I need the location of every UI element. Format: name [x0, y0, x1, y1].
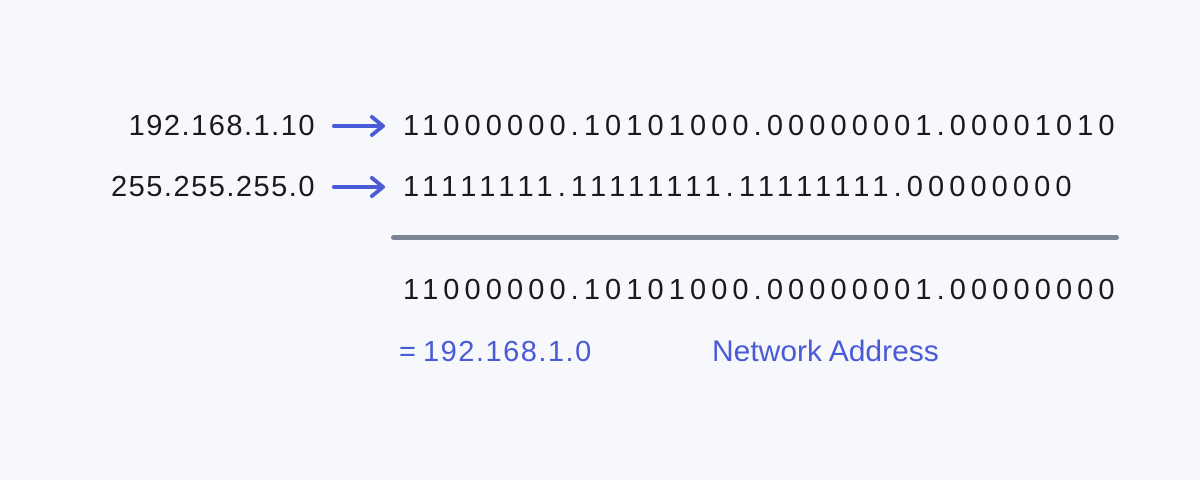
and-divider [391, 235, 1119, 240]
mask-decimal: 255.255.255.0 [111, 171, 316, 203]
arrow-right-icon [332, 115, 385, 137]
network-binary: 11000000.10101000.00000001.00000000 [403, 274, 1120, 306]
ip-binary: 11000000.10101000.00000001.00001010 [403, 110, 1120, 142]
ip-decimal: 192.168.1.10 [128, 110, 316, 142]
arrow-right-icon [332, 176, 385, 198]
equals-sign: = [399, 336, 416, 368]
network-decimal: 192.168.1.0 [423, 336, 593, 368]
network-address-label: Network Address [712, 335, 939, 368]
mask-binary: 11111111.11111111.11111111.00000000 [403, 171, 1077, 203]
